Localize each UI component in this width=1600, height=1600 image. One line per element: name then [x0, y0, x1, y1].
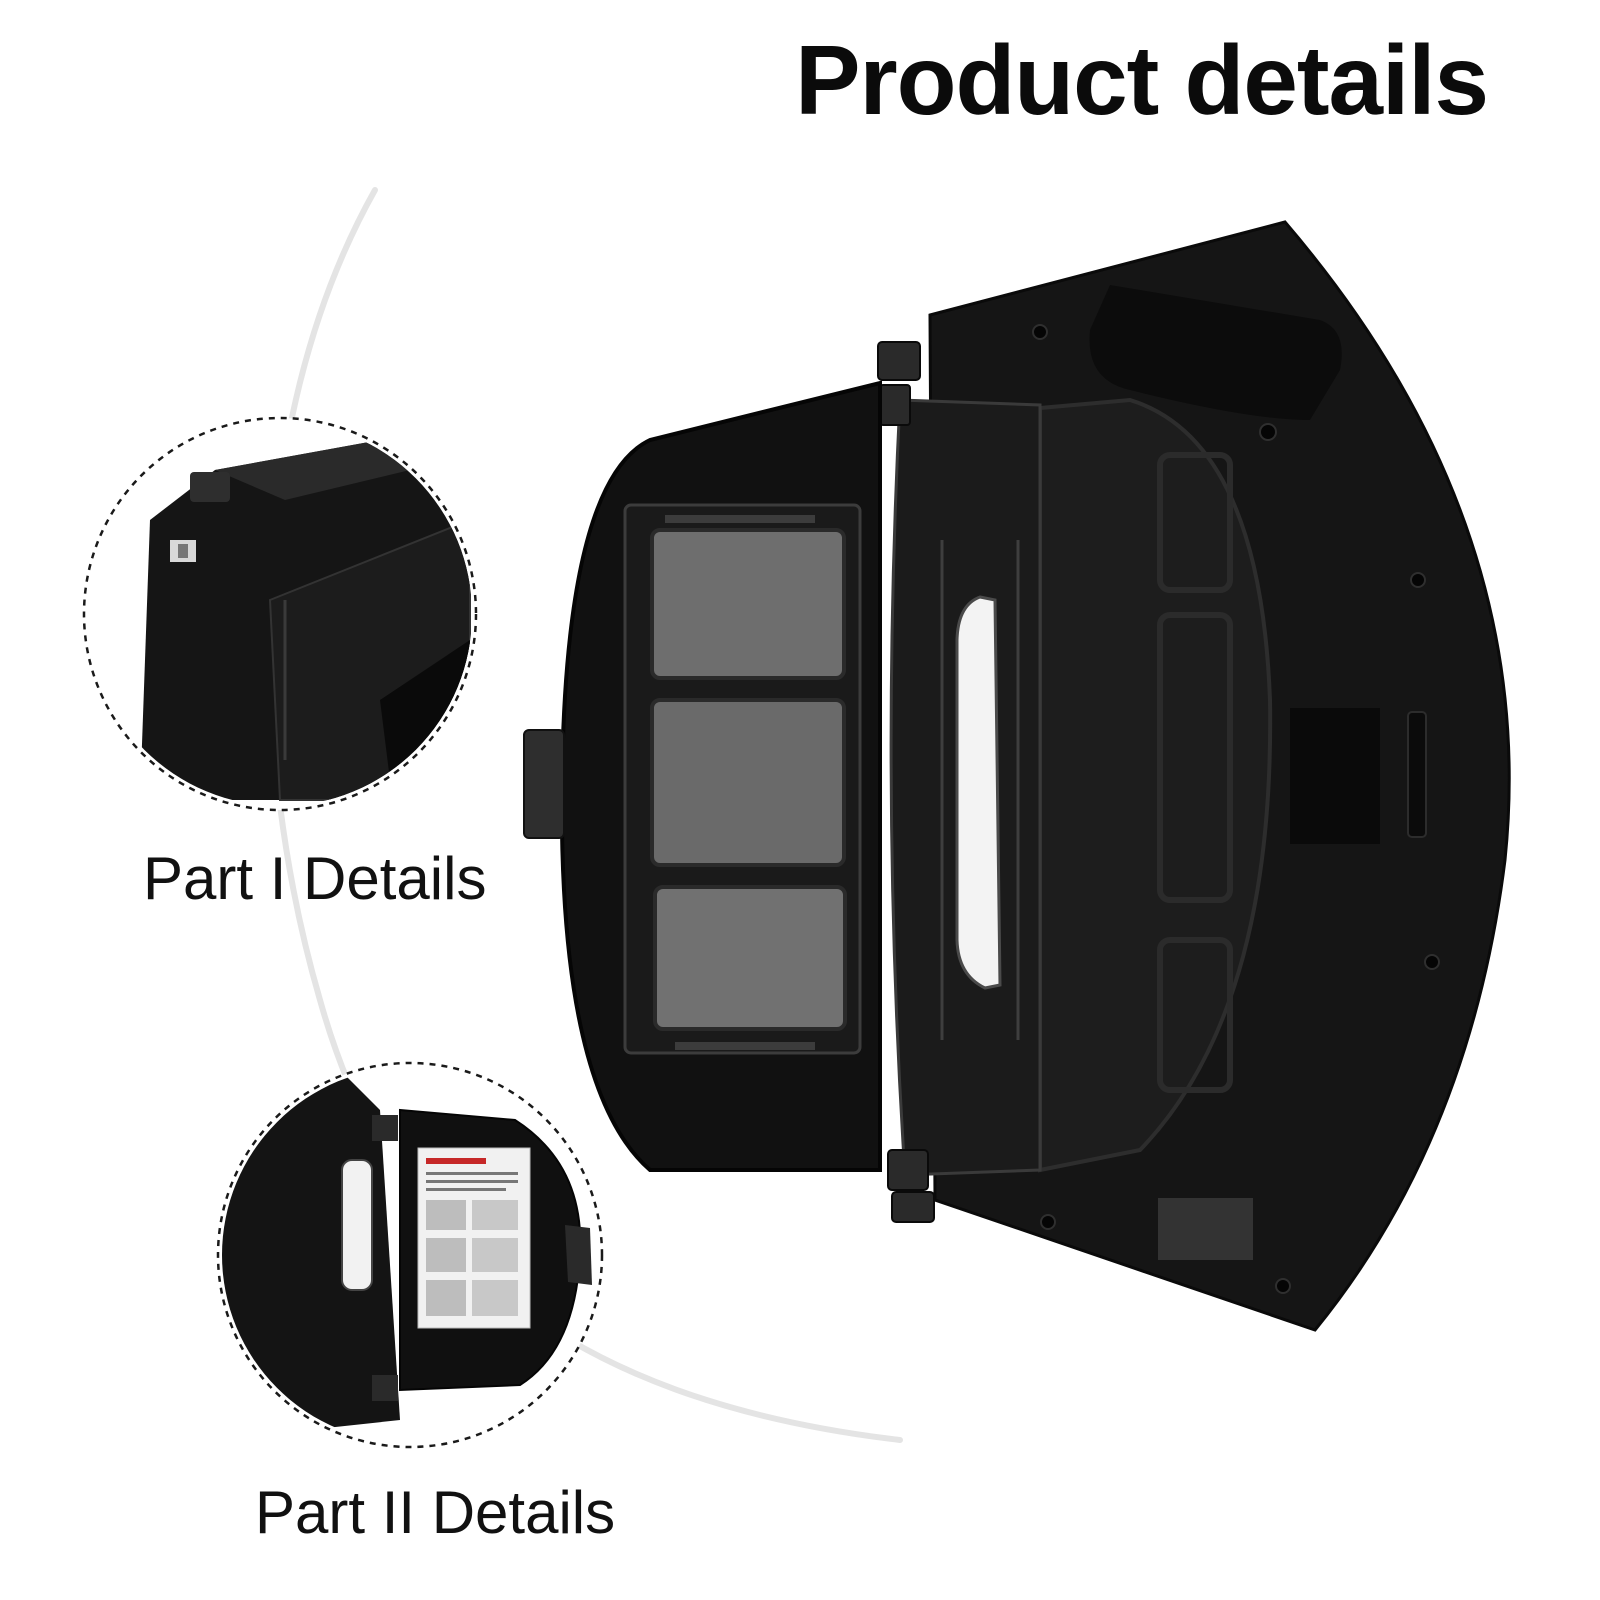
screws: [1032, 324, 1440, 1294]
filter-pane: [653, 885, 847, 1031]
side-vent: [1290, 708, 1380, 844]
side-vent: [1407, 711, 1427, 838]
part-one-caption: Part I Details: [143, 845, 487, 912]
lid-clip: [523, 729, 565, 839]
bottom-label: [1158, 1198, 1253, 1260]
detail-two-image: [222, 1067, 598, 1443]
filter-pane: [650, 528, 846, 680]
inner-rib: [1157, 612, 1233, 903]
part-two-caption: Part II Details: [255, 1479, 616, 1546]
inner-rib: [1157, 452, 1233, 593]
filter-pane: [650, 698, 846, 867]
detail-one-image: [88, 422, 472, 806]
handle-slot: [955, 595, 1002, 990]
inner-rib: [1157, 937, 1233, 1093]
hinges: [877, 341, 935, 1223]
page-title: Product details: [795, 25, 1489, 135]
top-slot: [1089, 285, 1342, 420]
